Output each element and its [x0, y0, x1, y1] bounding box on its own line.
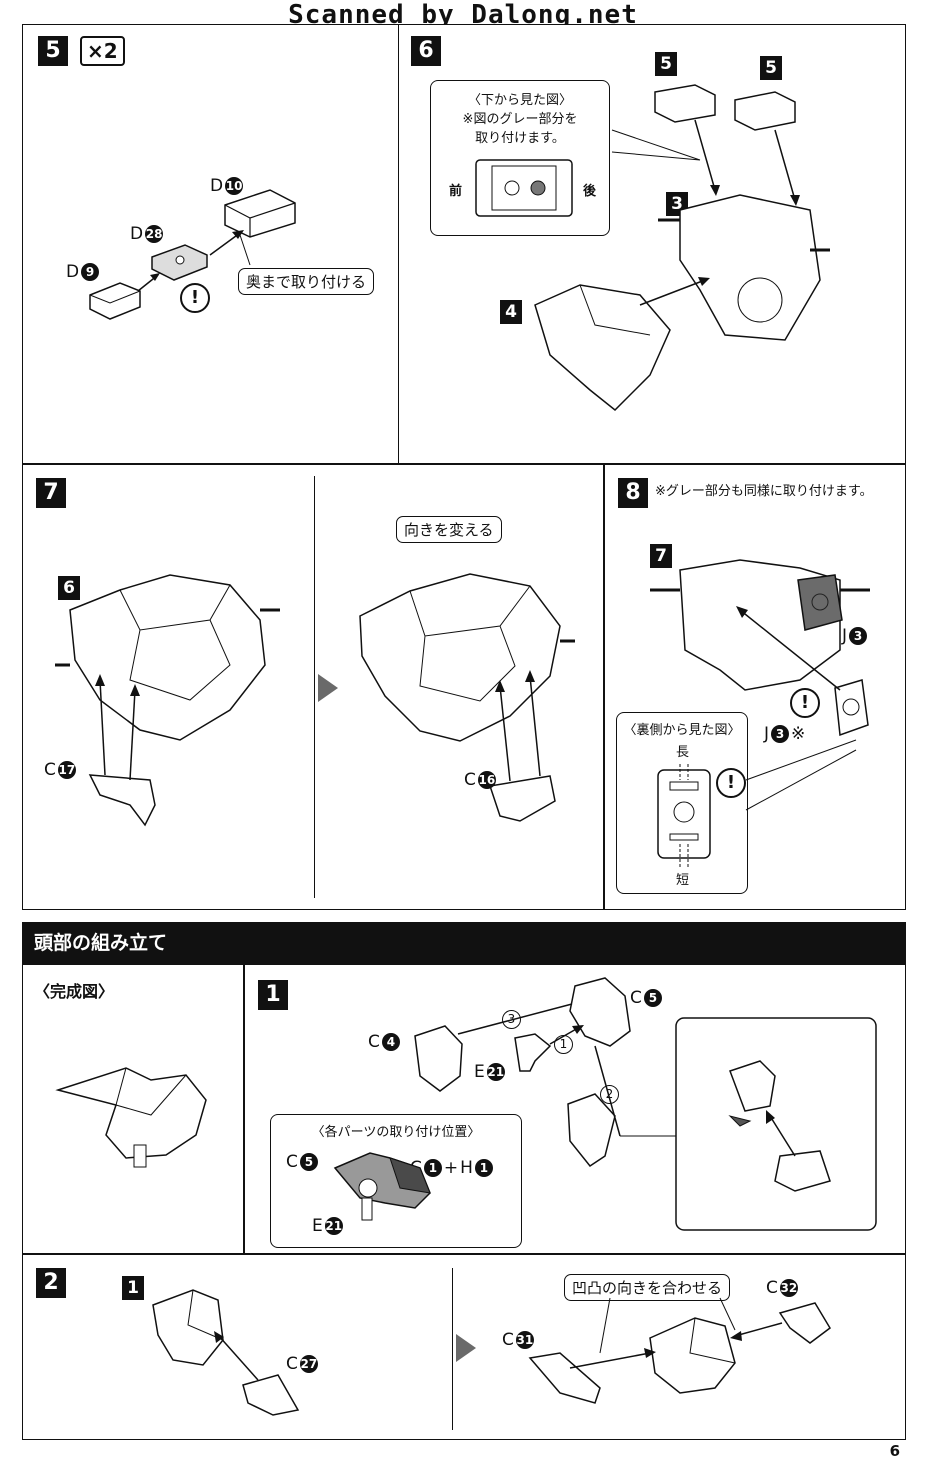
- bottom-view-drawing: [475, 159, 573, 217]
- sub-step-1: 1: [122, 1276, 144, 1300]
- inset-pointer-lines: [745, 739, 857, 811]
- section-title: 頭部の組み立て: [22, 922, 906, 964]
- part-position-title: 〈各パーツの取り付け位置〉: [311, 1125, 481, 1140]
- caution-icon: !: [180, 283, 210, 313]
- step-7-right-drawing: [359, 573, 575, 822]
- step-2-divider: [452, 1268, 453, 1430]
- long-label: 長: [676, 745, 690, 760]
- multiplier-badge: ×2: [80, 36, 125, 66]
- part-position-drawing: [333, 1152, 431, 1221]
- head-step-2-callout: 凹凸の向きを合わせる: [564, 1274, 731, 1301]
- short-label: 短: [676, 873, 690, 888]
- complete-head-drawing: [55, 1067, 207, 1168]
- step-5-number: 5: [38, 36, 68, 66]
- back-view-title: 〈裏側から見た図〉: [623, 723, 741, 738]
- step-6-number: 6: [411, 36, 441, 66]
- sub-step-4: 4: [500, 300, 522, 324]
- step-5-parts-drawing: [89, 189, 296, 320]
- step-8-number: 8: [618, 478, 648, 508]
- flow-arrow-icon: [456, 1334, 476, 1362]
- step-8-drawing: [650, 559, 870, 737]
- inset-line-2: ※図のグレー部分を: [462, 112, 578, 127]
- head-step-2-right-drawing: [528, 1297, 831, 1404]
- step-7-number: 7: [36, 478, 66, 508]
- step-7-divider: [314, 476, 315, 898]
- head-step-1-number: 1: [258, 980, 288, 1010]
- head-step-1-drawing: [414, 977, 877, 1231]
- front-label: 前: [449, 184, 463, 199]
- order-marker-2: 2: [600, 1085, 619, 1104]
- back-label: 後: [583, 184, 597, 199]
- flow-arrow-icon: [318, 674, 338, 702]
- back-view-drawing: [657, 764, 711, 868]
- page-number: 6: [889, 1442, 900, 1460]
- head-step-2-left-drawing: [152, 1289, 300, 1416]
- complete-view-label: 〈完成図〉: [34, 982, 115, 1001]
- inset-line-1: 〈下から見た図〉: [467, 93, 572, 108]
- head-step-2-number: 2: [36, 1268, 66, 1298]
- step-7-left-drawing: [55, 574, 280, 827]
- step-8-note: ※グレー部分も同様に取り付けます。: [655, 484, 873, 499]
- sub-step-5a: 5: [655, 52, 677, 76]
- step-7-callout: 向きを変える: [396, 516, 502, 543]
- inset-line-3: 取り付けます。: [475, 131, 565, 146]
- caution-icon: !: [716, 768, 746, 798]
- step-5-panel: [22, 24, 400, 464]
- sub-step-5b: 5: [760, 56, 782, 80]
- step-5-callout: 奥まで取り付ける: [238, 268, 375, 295]
- sub-step-7: 7: [650, 544, 672, 568]
- sub-step-6: 6: [58, 576, 80, 600]
- step-6-assembly-drawing: [534, 84, 830, 412]
- caution-icon: !: [790, 688, 820, 718]
